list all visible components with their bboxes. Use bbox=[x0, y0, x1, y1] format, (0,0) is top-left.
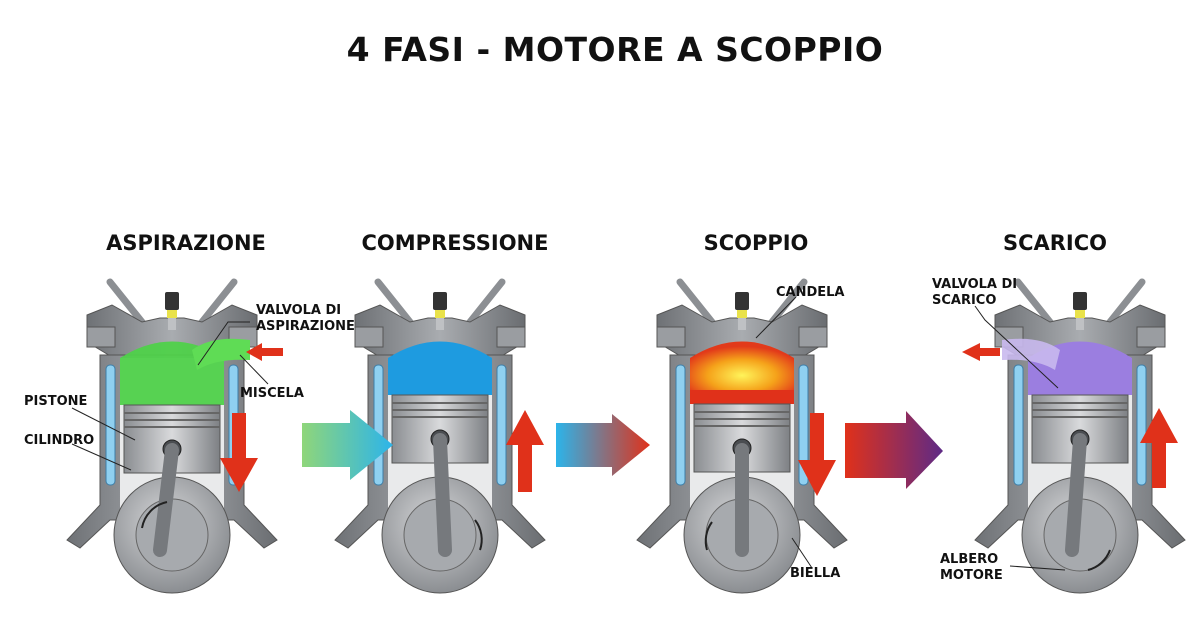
label-valvola-aspirazione: VALVOLA DI ASPIRAZIONE bbox=[256, 303, 355, 334]
page-title: 4 FASI - MOTORE A SCOPPIO bbox=[346, 30, 884, 69]
engine-scarico bbox=[975, 282, 1185, 593]
phase-title-compressione: COMPRESSIONE bbox=[361, 231, 549, 255]
miscela-inflow-arrow bbox=[246, 343, 283, 361]
phase-title-scoppio: SCOPPIO bbox=[703, 231, 809, 255]
phase-title-aspirazione: ASPIRAZIONE bbox=[106, 231, 266, 255]
arrow-up-scarico bbox=[1140, 408, 1178, 488]
label-cilindro: CILINDRO bbox=[24, 433, 95, 448]
arrow-down-scoppio bbox=[798, 413, 836, 496]
label-miscela: MISCELA bbox=[240, 386, 304, 401]
label-candela: CANDELA bbox=[776, 285, 845, 300]
label-biella: BIELLA bbox=[790, 566, 841, 581]
exhaust-outflow-arrow bbox=[962, 343, 1000, 361]
transition-arrow-1 bbox=[302, 410, 393, 480]
engine-aspirazione bbox=[67, 282, 277, 593]
label-valvola-scarico: VALVOLA DI SCARICO bbox=[932, 277, 1018, 308]
transition-arrow-3 bbox=[845, 411, 943, 489]
phase-title-scarico: SCARICO bbox=[1002, 231, 1108, 255]
leader-lines bbox=[71, 296, 1066, 571]
label-albero-motore: ALBERO MOTORE bbox=[940, 552, 1003, 583]
arrow-up-compressione bbox=[506, 410, 544, 492]
arrow-down-aspirazione bbox=[220, 413, 258, 492]
engine-scoppio bbox=[637, 282, 847, 593]
transition-arrow-2 bbox=[556, 414, 650, 476]
label-pistone: PISTONE bbox=[24, 394, 88, 409]
engine-compressione bbox=[335, 282, 545, 593]
